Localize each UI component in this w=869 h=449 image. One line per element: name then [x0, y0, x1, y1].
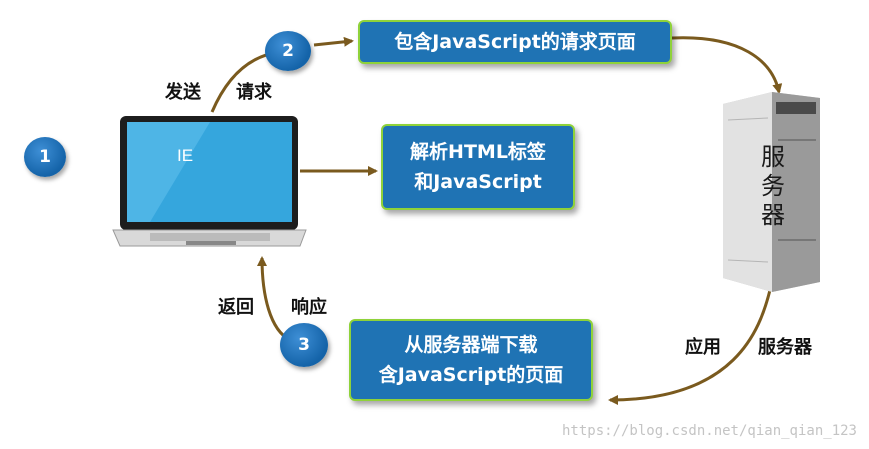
return-label: 返回	[218, 297, 254, 318]
server-icon	[723, 92, 820, 292]
step-3-circle: 3	[280, 323, 328, 367]
parse-text-line1: 解析HTML标签	[410, 141, 546, 163]
request-label: 请求	[236, 82, 272, 103]
request-page-box: 包含JavaScript的请求页面	[358, 20, 672, 64]
arrow-box-to-server	[671, 36, 783, 94]
step-1-circle: 1	[24, 137, 66, 177]
server-label: 服务器	[761, 143, 785, 229]
download-text-line1: 从服务器端下载	[404, 334, 538, 356]
download-text-line2: 含JavaScript的页面	[378, 364, 564, 386]
download-box: 从服务器端下载 含JavaScript的页面	[349, 319, 593, 401]
send-label: 发送	[165, 82, 201, 103]
step-2-circle: 2	[265, 31, 311, 71]
laptop-icon	[112, 116, 307, 247]
ie-label: IE	[177, 146, 194, 165]
arrow-circle3-to-laptop	[257, 256, 291, 342]
response-label: 响应	[291, 297, 327, 318]
app-server-label: 服务器	[758, 337, 812, 358]
app-label: 应用	[685, 337, 721, 358]
parse-box: 解析HTML标签 和JavaScript	[381, 124, 575, 210]
watermark: https://blog.csdn.net/qian_qian_123	[561, 423, 857, 439]
request-page-text: 包含JavaScript的请求页面	[394, 31, 636, 53]
parse-text-line2: 和JavaScript	[414, 171, 542, 193]
arrow-circle2-to-box	[313, 36, 354, 47]
arrow-server-to-download	[608, 289, 772, 405]
